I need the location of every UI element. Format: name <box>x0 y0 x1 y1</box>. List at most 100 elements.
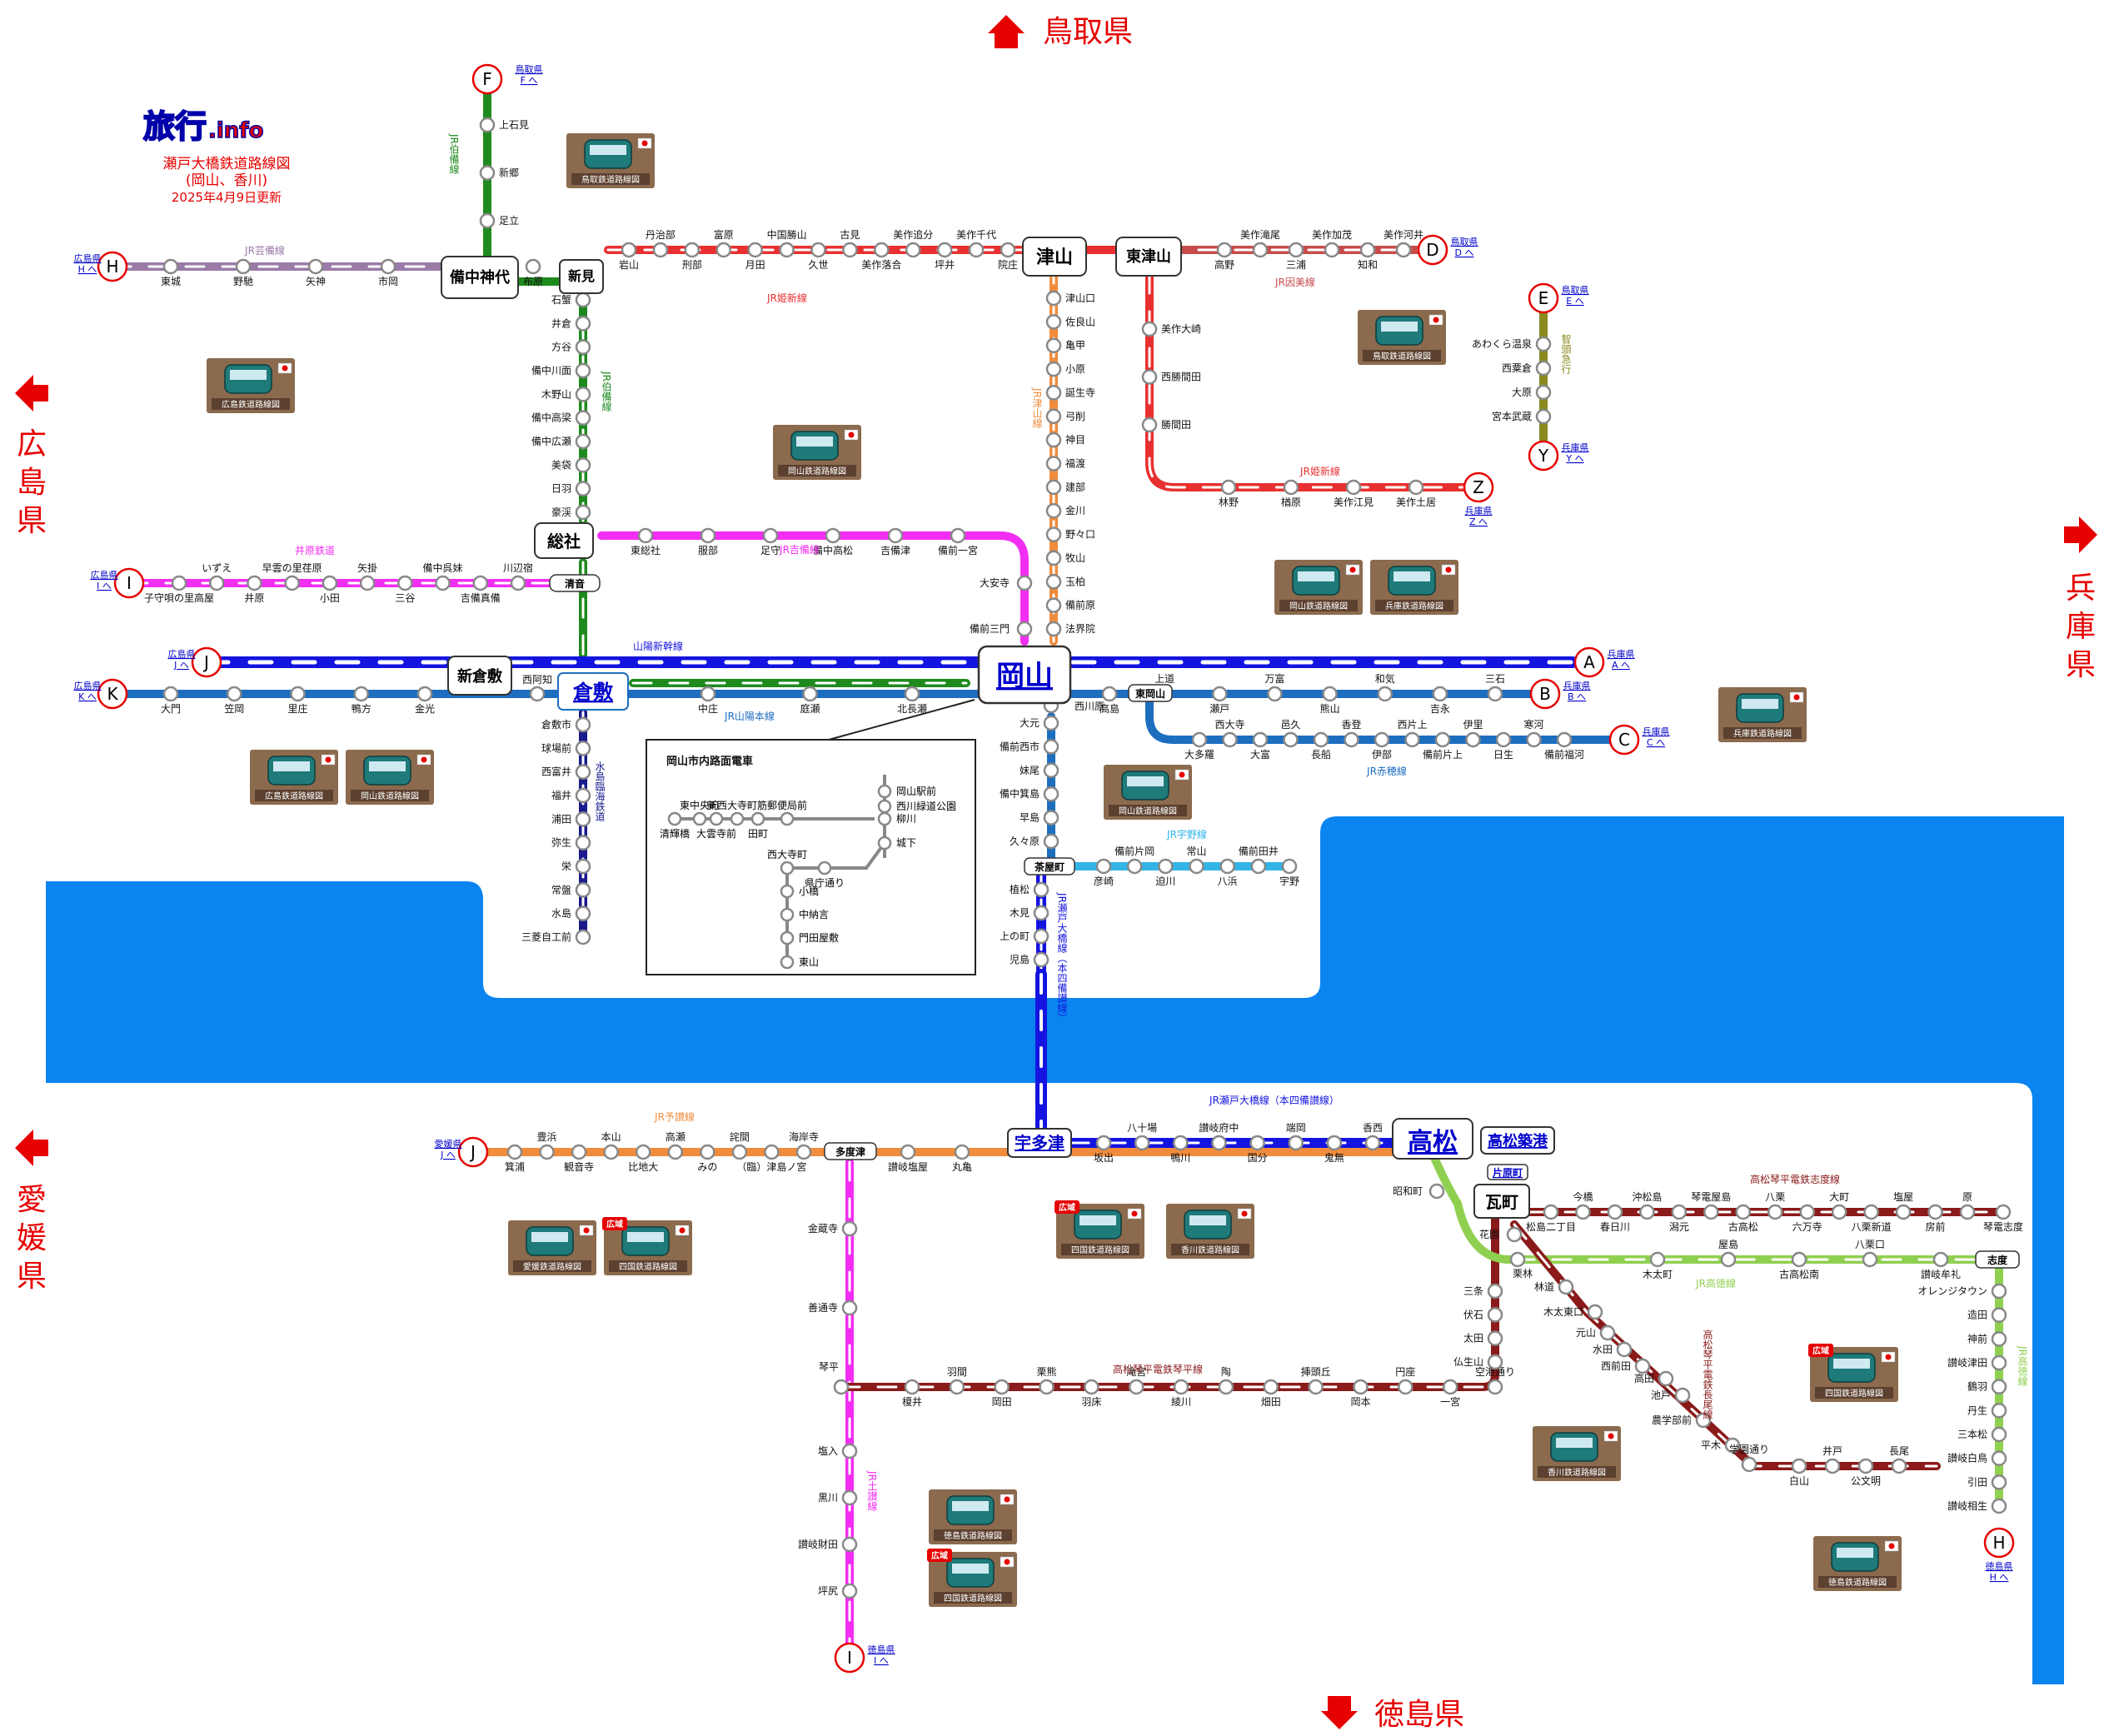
south-direction[interactable]: 徳島県 <box>1321 1696 1464 1732</box>
station[interactable]: 学園通り <box>1729 1443 1769 1473</box>
station[interactable]: 畑田 <box>1261 1379 1281 1408</box>
tram-station[interactable]: 西大寺町 <box>767 849 807 875</box>
station[interactable]: 庭瀬 <box>800 686 820 715</box>
station-kawaramachi[interactable]: 瓦町 <box>1473 1184 1530 1219</box>
station[interactable]: 三菱自工前 <box>521 929 591 945</box>
station[interactable]: 引田 <box>1967 1474 2007 1490</box>
station[interactable]: 大原 <box>1512 384 1552 401</box>
station[interactable]: 富原 <box>714 228 734 258</box>
station[interactable]: 大元 <box>1020 715 1059 731</box>
station[interactable]: 井倉 <box>551 316 591 332</box>
station[interactable]: 川辺宿 <box>503 561 533 591</box>
station[interactable]: 長尾 <box>1889 1445 1909 1474</box>
endpoint-link[interactable]: I へ <box>97 581 112 591</box>
station[interactable]: 楢原 <box>1281 479 1301 508</box>
station[interactable]: 榎井 <box>902 1379 922 1408</box>
station[interactable]: 野々口 <box>1045 526 1095 542</box>
endpoint-link[interactable]: B へ <box>1568 691 1586 702</box>
station[interactable]: 弥生 <box>551 835 591 851</box>
station[interactable]: 松島二丁目 <box>1526 1204 1576 1233</box>
endpoint-pref-link[interactable]: 広島県 <box>168 648 196 660</box>
station[interactable]: 三谷 <box>395 575 415 604</box>
station[interactable]: 坪井 <box>935 242 955 271</box>
endpoint-link[interactable]: E へ <box>1566 296 1583 307</box>
station[interactable]: 建部 <box>1045 479 1085 496</box>
station[interactable]: 丹生 <box>1967 1403 2007 1419</box>
station[interactable]: 大町 <box>1829 1191 1849 1220</box>
station[interactable]: 児島 <box>1010 951 1050 968</box>
station[interactable]: （臨）津島ノ宮 <box>736 1144 806 1173</box>
badge-hiroshima[interactable]: 広島鉄道路線図 <box>250 750 338 805</box>
station[interactable]: 備前西市 <box>1000 739 1059 755</box>
station[interactable]: 邑久 <box>1280 719 1301 748</box>
station[interactable]: 羽床 <box>1081 1379 1101 1408</box>
station[interactable]: 市岡 <box>378 258 398 287</box>
station[interactable]: 岡田 <box>992 1379 1012 1408</box>
station[interactable]: 木野山 <box>541 387 591 402</box>
station-kataharamachi[interactable]: 片原町 <box>1487 1164 1528 1180</box>
station-okayama[interactable]: 岡山 <box>977 645 1072 705</box>
station[interactable]: 水島 <box>551 905 591 921</box>
station[interactable]: 讃岐財田 <box>798 1536 858 1553</box>
endpoint-pref-link[interactable]: 兵庫県 <box>1562 441 1589 453</box>
station[interactable]: 造田 <box>1967 1307 2007 1323</box>
station[interactable]: みの <box>697 1144 717 1173</box>
station[interactable]: 備中川面 <box>531 362 591 379</box>
station[interactable]: 備中高梁 <box>531 410 591 426</box>
station[interactable]: 美作滝尾 <box>1240 229 1280 258</box>
station[interactable]: 常盤 <box>551 882 591 898</box>
badge-tokushima[interactable]: 徳島鉄道路線図 <box>1813 1536 1902 1591</box>
tram-station[interactable]: 柳川 <box>877 811 916 826</box>
station[interactable]: 小田 <box>320 575 340 604</box>
badge-kagawa[interactable]: 香川鉄道路線図 <box>1533 1426 1621 1481</box>
station[interactable]: 備前片岡 <box>1114 845 1154 875</box>
station-shinkurashiki[interactable]: 新倉敷 <box>447 656 512 696</box>
station[interactable]: 讃岐塩屋 <box>888 1144 928 1173</box>
tram-station[interactable]: 中納言 <box>780 907 829 922</box>
station[interactable]: 美作河井 <box>1384 229 1423 258</box>
north-direction[interactable]: 鳥取県 <box>988 15 1133 49</box>
station[interactable]: 塩入 <box>818 1443 858 1459</box>
badge-kagawa[interactable]: 香川鉄道路線図 <box>1166 1204 1254 1259</box>
station[interactable]: 刑部 <box>682 242 702 271</box>
station[interactable]: 岩山 <box>619 242 639 271</box>
station-takamatsu[interactable]: 高松 <box>1392 1118 1473 1160</box>
station[interactable]: 丸亀 <box>952 1144 972 1173</box>
station[interactable]: 大多羅 <box>1184 731 1214 761</box>
endpoint-link[interactable]: H へ <box>78 264 97 275</box>
station[interactable]: 久世 <box>808 242 829 271</box>
station[interactable]: 矢掛 <box>357 561 377 591</box>
station[interactable]: 三本松 <box>1957 1426 2007 1443</box>
station[interactable]: 本山 <box>601 1131 621 1160</box>
endpoint-link[interactable]: Z へ <box>1469 516 1488 527</box>
station[interactable]: 箕浦 <box>505 1144 525 1173</box>
station[interactable]: 木太町 <box>1643 1251 1673 1280</box>
station[interactable]: オレンジタウン <box>1917 1283 2007 1300</box>
station[interactable]: 備中箕島 <box>1000 786 1059 802</box>
station[interactable]: 宇野 <box>1279 858 1299 887</box>
endpoint-pref-link[interactable]: 広島県 <box>91 569 118 581</box>
station[interactable]: 上の町 <box>1000 928 1050 945</box>
endpoint-pref-link[interactable]: 兵庫県 <box>1563 680 1591 691</box>
station[interactable]: 木太東口 <box>1543 1304 1603 1320</box>
station[interactable]: 鴨川 <box>1170 1135 1190 1164</box>
badge-hiroshima[interactable]: 広島鉄道路線図 <box>207 358 295 413</box>
station[interactable]: 農学部前 <box>1652 1412 1712 1429</box>
station[interactable]: 津山口 <box>1045 290 1095 307</box>
station[interactable]: 久々原 <box>1010 833 1059 850</box>
station[interactable]: 足守 <box>760 527 780 556</box>
station[interactable]: 花園 <box>1479 1226 1523 1243</box>
station[interactable]: 美作江見 <box>1334 479 1374 508</box>
station[interactable]: 坂出 <box>1094 1135 1114 1164</box>
station[interactable]: 海岸寺 <box>789 1130 819 1160</box>
station[interactable]: 今橋 <box>1573 1190 1593 1220</box>
badge-tottori[interactable]: 鳥取鉄道路線図 <box>566 133 655 188</box>
tram-station[interactable]: 西川緑道公園 <box>877 799 956 814</box>
endpoint-link[interactable]: Y へ <box>1565 453 1583 464</box>
station[interactable]: 野馳 <box>233 258 253 287</box>
badge-hyogo[interactable]: 兵庫鉄道路線図 <box>1718 687 1807 742</box>
station[interactable]: 高島 <box>1099 686 1119 715</box>
